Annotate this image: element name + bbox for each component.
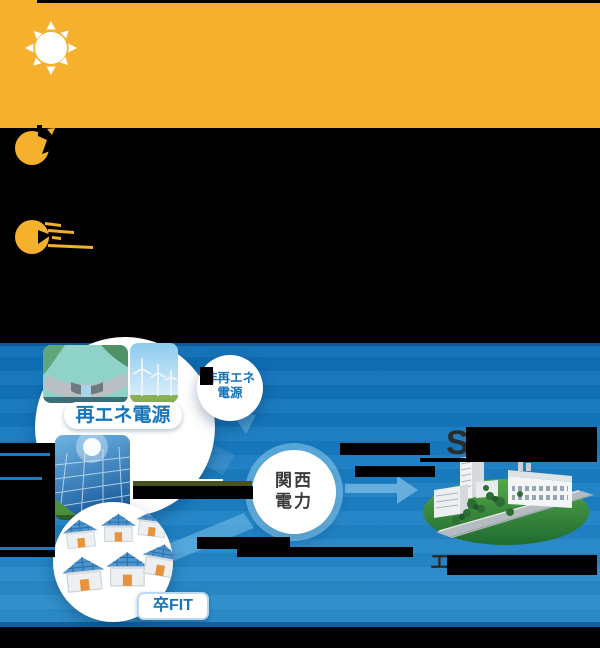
banner-bottom-cutout — [37, 125, 42, 128]
utility-label-line2: 電力 — [275, 492, 313, 511]
scheme-top-edge — [0, 343, 600, 346]
wind-turbines-photo — [130, 343, 178, 403]
masked-title-bar-1 — [340, 443, 430, 455]
masked-mid-highlight — [135, 479, 223, 481]
masked-left-gap-1 — [0, 453, 50, 456]
banner-top-cutout — [37, 0, 600, 3]
renewable-source-label: 再エネ電源 — [64, 402, 182, 429]
masked-mid-olive — [133, 481, 252, 486]
non-renewable-label-line1: 非再エネ — [204, 371, 255, 385]
scheme-bottom-edge — [0, 622, 600, 627]
sun-icon — [25, 21, 77, 75]
masked-label-houses-arrow-1 — [197, 537, 290, 549]
utility-circle: 関西 電力 — [252, 450, 336, 534]
masked-caption-bar — [447, 555, 597, 575]
bullet-circle-2 — [15, 220, 93, 254]
masked-left-gap-3 — [0, 547, 55, 550]
masked-label-houses-arrow-2 — [237, 547, 413, 557]
masked-text-patch-nonrenewable — [200, 367, 213, 385]
hydro-dam-photo — [43, 345, 128, 403]
masked-text-left-column — [0, 443, 55, 557]
masked-title-bar-3 — [355, 466, 435, 477]
post-fit-badge: 卒FIT — [137, 592, 209, 620]
partial-title-text: S — [446, 424, 469, 462]
masked-left-gap-2 — [0, 477, 42, 480]
factory-illustration — [423, 454, 594, 545]
partial-caption-text: エ — [430, 552, 450, 573]
utility-label-line1: 関西 — [275, 471, 313, 490]
utility-to-factory-arrow — [345, 476, 418, 504]
masked-title-bar-2 — [466, 427, 597, 461]
non-renewable-label-line2: 電源 — [217, 386, 243, 400]
bullet-circle-1 — [15, 128, 58, 165]
masked-title-underline — [420, 458, 597, 462]
masked-mid-bar — [133, 486, 253, 499]
banner — [0, 0, 600, 128]
non-renewable-circle: 非再エネ 電源 — [197, 355, 263, 421]
